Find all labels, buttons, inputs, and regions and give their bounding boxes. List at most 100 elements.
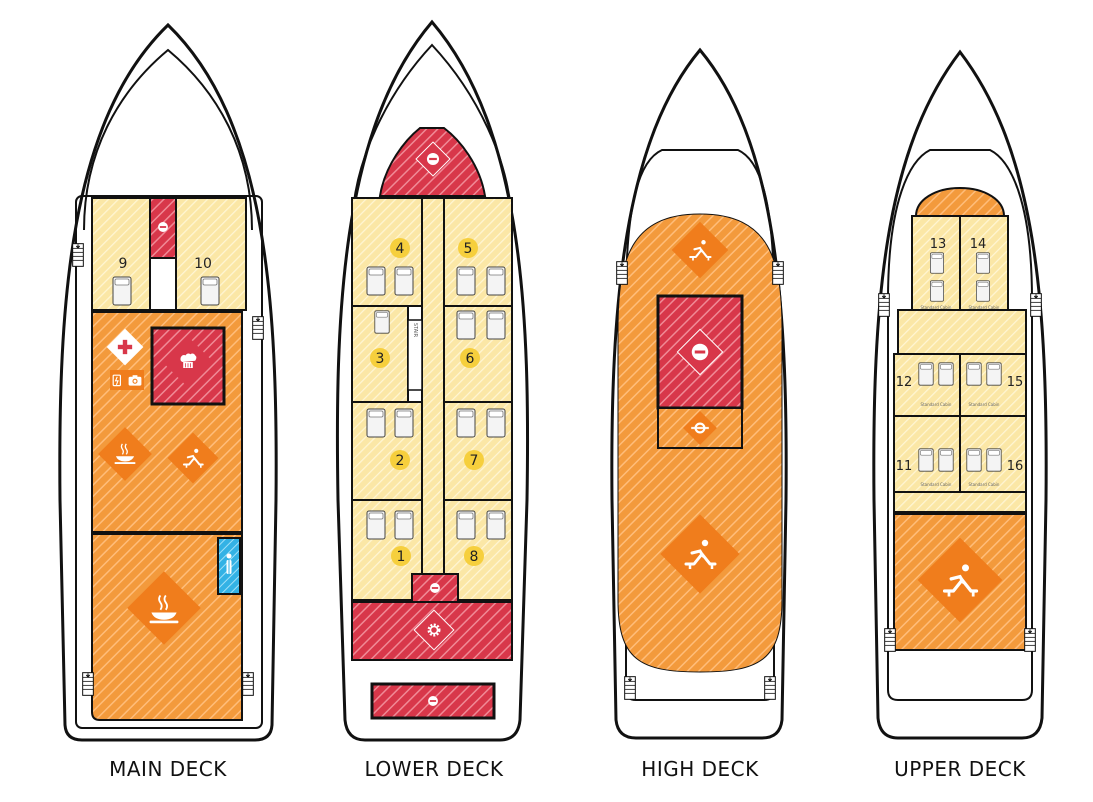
upper-deck-label: UPPER DECK: [894, 757, 1026, 781]
cabin-2-number: 2: [396, 453, 405, 469]
bed: [394, 408, 414, 438]
lower-corridor: [421, 197, 445, 579]
stairs-icon: [72, 243, 84, 268]
bed: [486, 266, 506, 296]
food-badge: [98, 427, 152, 481]
bed: [486, 310, 506, 340]
stairs-icon: [1024, 628, 1036, 652]
charging-badge: [110, 370, 126, 390]
cabin-type-label: Standard Cabin: [921, 482, 952, 487]
bed: [373, 310, 391, 334]
bed: [975, 280, 991, 302]
no-entry-icon: [691, 343, 709, 361]
bed: [200, 276, 220, 306]
high-deck-inner-line: [625, 149, 775, 701]
main-deck-inner-line: [83, 48, 253, 231]
gear-badge: [413, 609, 455, 651]
stairs-icon: [764, 676, 776, 700]
cabin-type-label: Standard Cabin: [969, 482, 1000, 487]
high-deck: [610, 47, 788, 740]
no-entry-icon: [428, 696, 438, 706]
cabin-12-number: 12: [896, 375, 913, 390]
stairs-icon: [624, 676, 636, 700]
cabin-number-badge: [460, 348, 480, 368]
upper-balcony: [893, 491, 1027, 513]
bed: [966, 362, 982, 386]
bed: [456, 266, 476, 296]
stairs-icon: [878, 292, 890, 318]
cabin-10-number: 10: [194, 256, 212, 272]
upper-bow-lounge: [914, 186, 1006, 217]
cabin-number-badge: [458, 238, 478, 258]
bed: [986, 362, 1002, 386]
cabin-number-badge: [390, 238, 410, 258]
lower-stairwell: [407, 319, 423, 391]
stairs-icon: [252, 315, 264, 341]
bed: [486, 510, 506, 540]
main-deck-railing: [75, 195, 263, 729]
bed: [966, 448, 982, 472]
cabin-number-badge: [391, 546, 411, 566]
cabin-number-badge: [370, 348, 390, 368]
cabin-5-number: 5: [464, 241, 473, 257]
cabin-11-number: 11: [896, 459, 913, 474]
bed: [394, 510, 414, 540]
stairs-icon: [1030, 292, 1042, 318]
cabin-14-number: 14: [970, 237, 987, 252]
bed: [938, 448, 954, 472]
bed: [486, 408, 506, 438]
bed: [986, 448, 1002, 472]
bed: [938, 362, 954, 386]
bed: [929, 252, 945, 274]
bed: [394, 266, 414, 296]
cabin-16-number: 16: [1007, 459, 1024, 474]
main-deck-label: MAIN DECK: [109, 757, 227, 781]
bed: [456, 408, 476, 438]
lower-deck-label: LOWER DECK: [364, 757, 504, 781]
stairs-icon: [772, 260, 784, 286]
stairs-icon: [242, 672, 254, 696]
cabin-number-badge: [464, 546, 484, 566]
bed: [456, 510, 476, 540]
cabin-13-number: 13: [930, 237, 947, 252]
bed: [975, 252, 991, 274]
cabin-number-badge: [390, 450, 410, 470]
main-deck: 9 10: [58, 22, 278, 742]
bed: [112, 276, 132, 306]
bed: [918, 448, 934, 472]
stairs-icon: [616, 260, 628, 286]
stairs-icon: [884, 628, 896, 652]
upper-deck: 13 14 12 15 11 16 Standard Cabin Standar…: [872, 49, 1048, 740]
cabin-type-label: Standard Cabin: [969, 305, 1000, 310]
cabin-3-number: 3: [376, 351, 385, 367]
bed: [456, 310, 476, 340]
cabin-7-number: 7: [470, 453, 479, 469]
no-entry-icon: [426, 152, 440, 166]
bed: [929, 280, 945, 302]
cabin-type-label: Standard Cabin: [921, 305, 952, 310]
high-deck-label: HIGH DECK: [641, 757, 759, 781]
toilet-icon: [226, 553, 232, 577]
upper-deck-inner-line: [887, 149, 1033, 701]
cabin-9-number: 9: [119, 256, 128, 272]
cabin-8-number: 8: [470, 549, 479, 565]
main-corridor: [149, 257, 177, 311]
sunbed-badge: [660, 514, 740, 594]
cabin-4-number: 4: [396, 241, 405, 257]
stair-label: STAIR: [412, 323, 418, 338]
no-entry-icon: [158, 222, 168, 232]
upper-corridor: [897, 309, 1027, 355]
dining-badge: [127, 571, 201, 645]
cabin-6-number: 6: [466, 351, 475, 367]
bed: [366, 510, 386, 540]
stairs-icon: [82, 672, 94, 696]
no-entry-icon: [430, 583, 440, 593]
bed: [918, 362, 934, 386]
cabin-type-label: Standard Cabin: [921, 402, 952, 407]
cabin-1-number: 1: [397, 549, 406, 565]
bed: [366, 408, 386, 438]
bed: [366, 266, 386, 296]
cabin-15-number: 15: [1007, 375, 1024, 390]
lower-deck: STAIR 4 5 3 6 2 7 1 8: [335, 19, 530, 742]
